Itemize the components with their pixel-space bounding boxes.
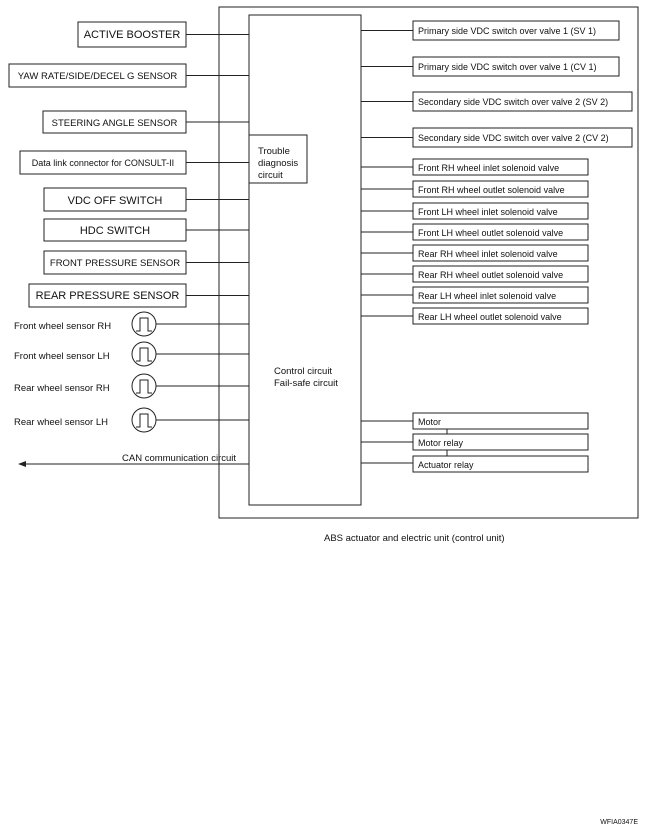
output-rear-rh-inlet: Rear RH wheel inlet solenoid valve: [361, 244, 589, 262]
trouble-diagnosis-line-3: circuit: [258, 170, 283, 181]
input-yaw-rate-sensor: YAW RATE/SIDE/DECEL G SENSOR: [8, 63, 249, 88]
control-circuit-line-1: Control circuit: [274, 366, 332, 377]
input-steering-angle-sensor: STEERING ANGLE SENSOR: [42, 110, 249, 134]
output-cv1: Primary side VDC switch over valve 1 (CV…: [361, 56, 620, 77]
input-hdc-switch: HDC SWITCH: [43, 218, 249, 242]
input-vdc-off-switch: VDC OFF SWITCH: [43, 187, 249, 212]
svg-text:Rear LH wheel inlet solenoid v: Rear LH wheel inlet solenoid valve: [418, 291, 556, 301]
svg-text:HDC SWITCH: HDC SWITCH: [80, 225, 150, 237]
figure-code: WFIA0347E: [600, 819, 638, 826]
svg-text:Actuator relay: Actuator relay: [418, 460, 474, 470]
svg-text:Front RH wheel inlet solenoid: Front RH wheel inlet solenoid valve: [418, 163, 559, 173]
svg-text:Primary side VDC switch over v: Primary side VDC switch over valve 1 (CV…: [418, 62, 597, 72]
output-sv2: Secondary side VDC switch over valve 2 (…: [361, 91, 633, 112]
output-front-lh-inlet: Front LH wheel inlet solenoid valve: [361, 202, 589, 220]
svg-text:REAR PRESSURE SENSOR: REAR PRESSURE SENSOR: [36, 290, 180, 302]
input-active-booster: ACTIVE BOOSTER: [77, 21, 249, 48]
can-communication-line: CAN communication circuit: [18, 453, 249, 467]
trouble-diagnosis-line-1: Trouble: [258, 146, 290, 157]
svg-text:Front LH wheel inlet solenoid: Front LH wheel inlet solenoid valve: [418, 207, 558, 217]
svg-text:Front wheel sensor LH: Front wheel sensor LH: [14, 351, 110, 362]
output-actuator-relay: Actuator relay: [361, 455, 589, 473]
svg-text:YAW RATE/SIDE/DECEL G SENSOR: YAW RATE/SIDE/DECEL G SENSOR: [18, 71, 178, 82]
svg-text:Rear RH wheel outlet solenoid: Rear RH wheel outlet solenoid valve: [418, 270, 563, 280]
svg-text:Secondary side VDC switch over: Secondary side VDC switch over valve 2 (…: [418, 97, 608, 107]
input-front-pressure-sensor: FRONT PRESSURE SENSOR: [43, 250, 249, 275]
svg-text:CAN communication circuit: CAN communication circuit: [122, 453, 236, 464]
svg-text:Rear wheel sensor LH: Rear wheel sensor LH: [14, 417, 108, 428]
control-circuit-block: [248, 14, 362, 506]
svg-text:STEERING ANGLE SENSOR: STEERING ANGLE SENSOR: [52, 118, 178, 129]
svg-text:Rear RH wheel inlet solenoid v: Rear RH wheel inlet solenoid valve: [418, 249, 558, 259]
output-front-rh-inlet: Front RH wheel inlet solenoid valve: [361, 158, 589, 176]
svg-text:Rear LH wheel outlet solenoid: Rear LH wheel outlet solenoid valve: [418, 312, 562, 322]
wheel-sensor-rear-lh: Rear wheel sensor LH: [14, 407, 249, 433]
output-front-rh-outlet: Front RH wheel outlet solenoid valve: [361, 180, 589, 198]
svg-text:Secondary side VDC switch over: Secondary side VDC switch over valve 2 (…: [418, 133, 609, 143]
wheel-sensor-front-lh: Front wheel sensor LH: [14, 341, 249, 367]
svg-text:Rear wheel sensor RH: Rear wheel sensor RH: [14, 383, 110, 394]
trouble-diagnosis-line-2: diagnosis: [258, 158, 298, 169]
output-cv2: Secondary side VDC switch over valve 2 (…: [361, 127, 633, 148]
svg-text:Data link connector for CONSUL: Data link connector for CONSULT-II: [32, 158, 174, 168]
svg-text:Primary side VDC switch over v: Primary side VDC switch over valve 1 (SV…: [418, 26, 596, 36]
output-rear-rh-outlet: Rear RH wheel outlet solenoid valve: [361, 265, 589, 283]
output-motor: Motor: [361, 412, 589, 430]
unit-caption: ABS actuator and electric unit (control …: [324, 533, 505, 544]
svg-text:Motor: Motor: [418, 417, 441, 427]
wheel-sensor-rear-rh: Rear wheel sensor RH: [14, 373, 249, 399]
output-rear-lh-inlet: Rear LH wheel inlet solenoid valve: [361, 286, 589, 304]
svg-text:Front wheel sensor RH: Front wheel sensor RH: [14, 321, 111, 332]
input-rear-pressure-sensor: REAR PRESSURE SENSOR: [28, 283, 249, 308]
output-motor-relay: Motor relay: [361, 433, 589, 451]
svg-text:FRONT PRESSURE SENSOR: FRONT PRESSURE SENSOR: [50, 258, 180, 269]
svg-text:Motor relay: Motor relay: [418, 438, 464, 448]
control-circuit-line-2: Fail-safe circuit: [274, 378, 338, 389]
svg-text:ACTIVE BOOSTER: ACTIVE BOOSTER: [84, 29, 181, 41]
output-rear-lh-outlet: Rear LH wheel outlet solenoid valve: [361, 307, 589, 325]
trouble-diagnosis-block: [248, 134, 308, 184]
svg-text:VDC OFF SWITCH: VDC OFF SWITCH: [68, 195, 163, 207]
svg-text:Front RH wheel outlet solenoid: Front RH wheel outlet solenoid valve: [418, 185, 565, 195]
output-front-lh-outlet: Front LH wheel outlet solenoid valve: [361, 223, 589, 241]
input-data-link-connector: Data link connector for CONSULT-II: [19, 150, 249, 175]
svg-text:Front LH wheel outlet solenoid: Front LH wheel outlet solenoid valve: [418, 228, 563, 238]
output-sv1: Primary side VDC switch over valve 1 (SV…: [361, 20, 620, 41]
wheel-sensor-front-rh: Front wheel sensor RH: [14, 311, 249, 337]
